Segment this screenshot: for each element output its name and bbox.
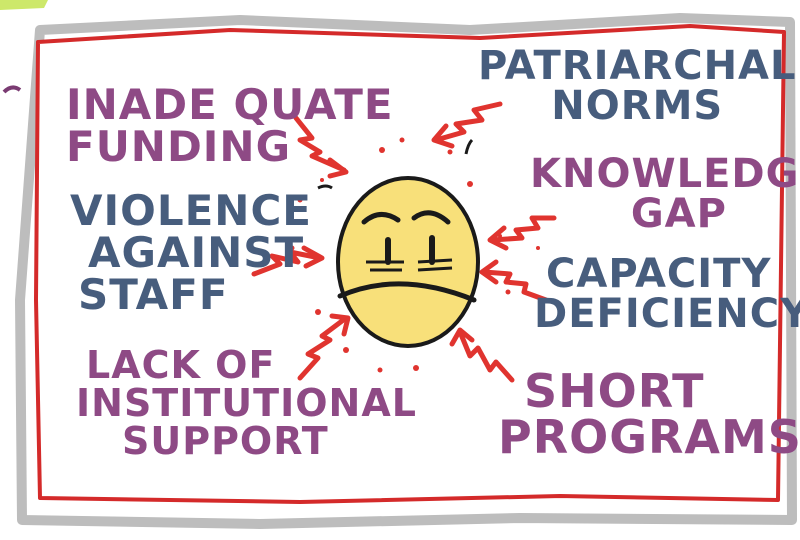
label-short-programs: SHORT PROGRAMS: [498, 368, 800, 460]
label-knowledge-line1: KNOWLEDGE: [530, 151, 800, 197]
sweat-drops: [317, 138, 474, 190]
corner-highlight: [0, 0, 48, 10]
label-violence-line1: VIOLENCE: [70, 186, 312, 235]
label-knowledge-line2: GAP: [630, 191, 727, 237]
label-capacity-deficiency: CAPACITY DEFICIENCY: [534, 251, 800, 334]
frame-shadow: [15, 13, 797, 529]
label-patriarchal-norms: PATRIARCHAL NORMS: [478, 46, 797, 126]
worried-face-icon: [336, 176, 480, 348]
label-inadequate-funding-line1: INADE QUATE: [66, 80, 394, 129]
label-violence-line2: AGAINST: [88, 228, 305, 277]
label-patriarchal-line2: NORMS: [551, 83, 724, 129]
label-violence-against-staff: VIOLENCE AGAINST STAFF: [70, 190, 312, 316]
label-capacity-line1: CAPACITY: [546, 251, 772, 297]
label-patriarchal-line1: PATRIARCHAL: [478, 43, 797, 89]
label-violence-line3: STAFF: [78, 270, 229, 319]
label-short-line2: PROGRAMS: [498, 410, 800, 464]
label-capacity-line2: DEFICIENCY: [534, 291, 800, 337]
edge-mark: [2, 85, 22, 94]
label-short-line1: SHORT: [524, 364, 705, 418]
label-inadequate-funding-line2: FUNDING: [66, 122, 292, 171]
label-knowledge-gap: KNOWLEDGE GAP: [530, 154, 800, 234]
label-lack-line3: SUPPORT: [122, 419, 329, 463]
label-lack-of-institutional-support: LACK OF INSTITUTIONAL SUPPORT: [76, 346, 417, 460]
label-lack-line1: LACK OF: [86, 343, 276, 387]
stress-dots: [289, 137, 540, 373]
label-lack-line2: INSTITUTIONAL: [76, 381, 417, 425]
label-inadequate-funding: INADE QUATE FUNDING: [66, 84, 394, 168]
zigzag-arrow-icon: [251, 101, 557, 383]
